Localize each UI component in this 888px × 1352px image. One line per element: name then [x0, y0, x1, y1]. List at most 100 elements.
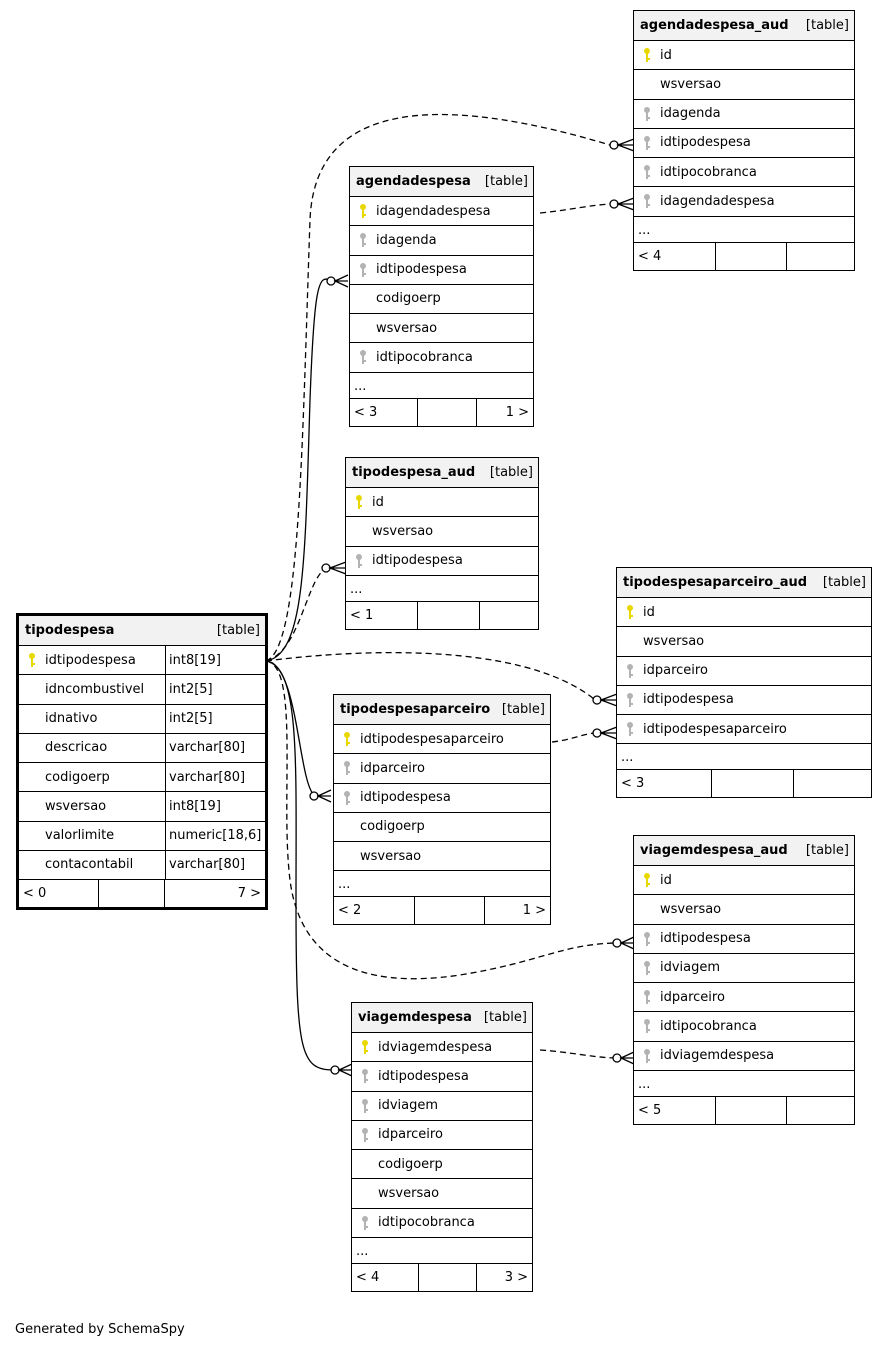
column-row[interactable]: idtipocobranca [634, 1012, 854, 1042]
column-row[interactable]: idviagem [352, 1092, 532, 1121]
table-header[interactable]: agendadespesa[table] [350, 167, 533, 197]
column-row[interactable]: idparceiro [617, 657, 871, 686]
column-row[interactable]: idparceiro [352, 1121, 532, 1150]
column-row[interactable]: codigoerp [334, 813, 550, 842]
footer-children [787, 1097, 854, 1124]
footer-children [787, 243, 854, 270]
table-header[interactable]: viagemdespesa_aud[table] [634, 836, 854, 866]
foreign-key-icon [634, 135, 660, 151]
table-header[interactable]: tipodespesaparceiro_aud[table] [617, 568, 871, 598]
column-row[interactable]: idagendadespesa [350, 197, 533, 227]
column-row[interactable]: idtipocobranca [350, 343, 533, 373]
column-row[interactable]: idtipodespesa [634, 925, 854, 954]
column-row[interactable]: idparceiro [634, 983, 854, 1013]
column-row[interactable]: idagendadespesa [634, 187, 854, 217]
foreign-key-icon [617, 692, 643, 708]
column-row[interactable]: idtipodespesa [334, 784, 550, 813]
column-datatype: varchar[80] [165, 733, 265, 762]
column-row[interactable]: idtipodespesaparceiro [334, 725, 550, 755]
footer-spacer [716, 1096, 787, 1124]
table-tipodespesaparceiro[interactable]: tipodespesaparceiro[table]idtipodespesap… [333, 694, 551, 926]
column-row[interactable]: idtipodespesa [350, 256, 533, 285]
column-row[interactable]: idtipodespesa [346, 547, 538, 576]
footer-spacer [712, 770, 794, 798]
column-row[interactable]: wsversao [346, 517, 538, 547]
column-row[interactable]: wsversao [352, 1179, 532, 1209]
column-datatype: int8[19] [165, 792, 265, 821]
table-name: viagemdespesa [358, 1010, 472, 1025]
table-name: tipodespesa [25, 623, 115, 638]
table-type-label: [table] [483, 1010, 527, 1025]
link-end-circle [309, 791, 319, 801]
column-row[interactable]: codigoerp [350, 285, 533, 314]
column-name: idagendadespesa [660, 193, 775, 209]
link-end-circle [609, 199, 619, 209]
column-row[interactable]: idtipodespesa [352, 1062, 532, 1092]
crow-foot [599, 726, 618, 740]
link-end-circle [592, 695, 602, 705]
foreign-key-icon [634, 931, 660, 947]
table-header[interactable]: tipodespesaparceiro[table] [334, 695, 550, 725]
column-row[interactable]: id [346, 488, 538, 518]
schemaspy-credit: Generated by SchemaSpy [15, 1322, 185, 1337]
column-row[interactable]: idtipocobranca [634, 158, 854, 188]
column-row[interactable]: idparceiro [334, 754, 550, 784]
column-row[interactable]: idtipodespesa [634, 129, 854, 158]
column-row[interactable]: codigoerp [352, 1150, 532, 1180]
table-header[interactable]: agendadespesa_aud[table] [634, 11, 854, 41]
column-name: wsversao [45, 798, 107, 814]
table-name: tipodespesa_aud [352, 465, 476, 480]
column-row[interactable]: idtipocobranca [352, 1209, 532, 1238]
column-name: idparceiro [360, 760, 425, 776]
link-end-circle [612, 938, 622, 948]
column-name: idtipocobranca [660, 1018, 757, 1034]
column-row[interactable]: idagenda [634, 100, 854, 129]
column-name: idviagem [378, 1098, 439, 1114]
table-header[interactable]: tipodespesa_aud[table] [346, 458, 538, 488]
column-row[interactable]: idtipodespesaparceiro [617, 715, 871, 745]
column-datatype: int2[5] [165, 675, 265, 704]
column-row[interactable]: wsversao int8[19] [19, 792, 265, 822]
column-row[interactable]: idviagemdespesa [634, 1042, 854, 1071]
footer-spacer [716, 242, 787, 270]
column-row[interactable]: wsversao [334, 842, 550, 872]
column-row[interactable]: id [634, 41, 854, 71]
column-row[interactable]: wsversao [350, 314, 533, 344]
column-row[interactable]: idviagem [634, 954, 854, 983]
column-row[interactable]: wsversao [634, 70, 854, 100]
column-row[interactable]: idviagemdespesa [352, 1033, 532, 1063]
foreign-key-icon [634, 193, 660, 209]
column-row[interactable]: wsversao [634, 895, 854, 925]
column-row[interactable]: id [617, 598, 871, 628]
crow-foot [333, 274, 349, 288]
crow-foot [328, 561, 347, 575]
table-header[interactable]: viagemdespesa [table] [352, 1003, 532, 1033]
column-name: idtipodespesa [372, 553, 463, 569]
crow-foot [616, 197, 635, 211]
column-row[interactable]: idagenda [350, 226, 533, 256]
footer-children: 1 > [522, 903, 546, 919]
link-tipodespesa-viagemdespesa [265, 660, 334, 1071]
column-row[interactable]: wsversao [617, 627, 871, 657]
column-datatype: int8[19] [165, 646, 265, 675]
table-footer: < 5 [634, 1096, 854, 1124]
link-tipodespesaparceiro-tipodespesaparceiro-aud [551, 732, 595, 743]
table-header[interactable]: tipodespesa[table] [19, 616, 265, 646]
column-row[interactable]: id [634, 866, 854, 896]
column-row[interactable]: idtipodespesa [617, 686, 871, 715]
